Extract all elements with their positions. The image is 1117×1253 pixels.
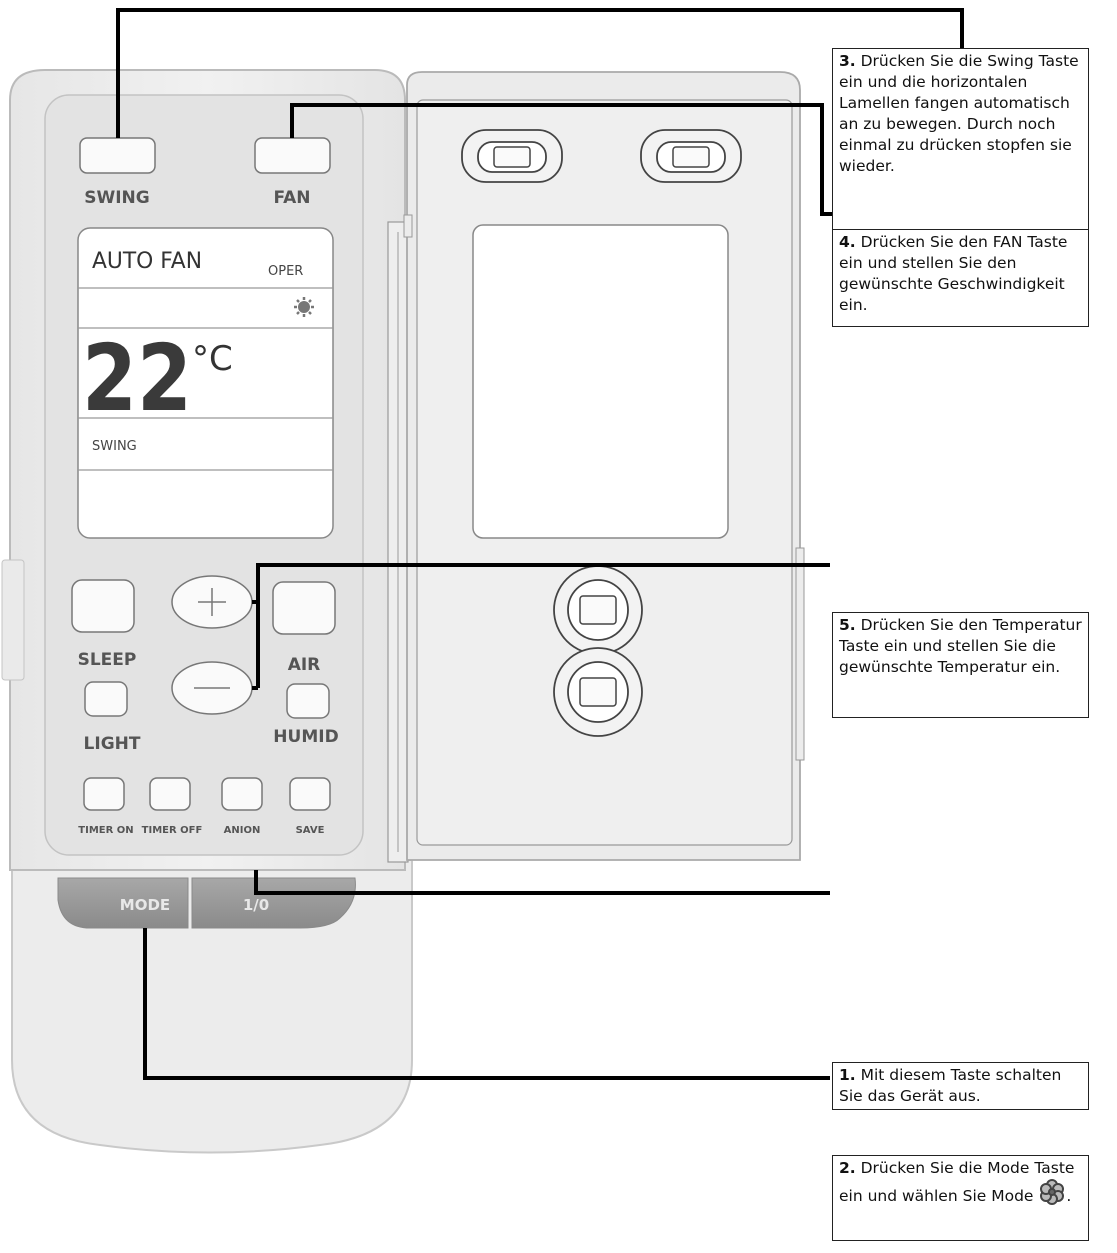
flap-tab [795,547,805,761]
lcd-auto-fan: AUTO FAN [92,249,202,274]
clip-left [461,129,563,183]
callout-number: 5. [839,616,856,634]
callout-number: 2. [839,1159,856,1177]
callout-number: 3. [839,52,856,70]
leader-swing [116,8,964,138]
mode-button[interactable] [57,877,189,929]
callout-text: Drücken Sie den FAN Taste ein und stelle… [839,233,1068,314]
callout-swing: 3. Drücken Sie die Swing Taste ein und d… [832,48,1089,230]
timer-off-button[interactable] [149,777,191,811]
power-button-label: 1/0 [243,896,269,914]
air-button[interactable] [272,581,336,635]
leader-power [254,870,830,895]
timer-off-label: TIMER OFF [142,825,203,836]
callout-mode: 2. Drücken Sie die Mode Taste ein und wä… [832,1155,1089,1241]
humid-button-label: HUMID [273,727,338,747]
leader-fan [290,103,832,216]
lcd-display [77,227,334,539]
callout-tail: . [1066,1187,1072,1205]
anion-button[interactable] [221,777,263,811]
callout-number: 4. [839,233,856,251]
leader-lines [116,8,964,1080]
callout-text: Mit diesem Taste schalten Sie das Gerät … [839,1066,1062,1105]
sleep-button[interactable] [71,579,135,633]
light-button-label: LIGHT [84,734,141,754]
leader-mode [143,928,830,1080]
air-button-label: AIR [288,655,321,675]
fan-mode-icon [1040,1179,1065,1205]
humid-button[interactable] [286,683,330,719]
label-window [472,224,729,539]
callout-temperature: 5. Drücken Sie den Temperatur Taste ein … [832,612,1089,718]
callout-number: 1. [839,1066,856,1084]
lcd-temperature: 22 [82,325,192,432]
callout-text: Drücken Sie die Mode Taste ein und wähle… [839,1159,1075,1205]
sun-icon [294,297,314,317]
save-button[interactable] [289,777,331,811]
side-grip [1,559,25,681]
callout-text: Drücken Sie die Swing Taste ein und die … [839,52,1079,175]
lcd-unit: °C [192,339,233,379]
callout-power: 1. Mit diesem Taste schalten Sie das Ger… [832,1062,1089,1110]
flap-tab [403,214,413,238]
swing-button-label: SWING [84,188,150,208]
sleep-button-label: SLEEP [78,650,137,670]
lcd-oper: OPER [268,264,303,279]
clip-right [640,129,742,183]
callout-text: Drücken Sie den Temperatur Taste ein und… [839,616,1082,676]
mode-button-label: MODE [120,896,170,914]
lcd-swing: SWING [92,439,137,454]
fan-button-label: FAN [273,188,310,208]
swing-button[interactable] [79,137,156,174]
save-label: SAVE [296,825,325,836]
power-button[interactable] [191,877,356,929]
leader-temp [252,563,830,604]
fan-button[interactable] [254,137,331,174]
timer-on-label: TIMER ON [78,825,133,836]
timer-on-button[interactable] [83,777,125,811]
callout-fan: 4. Drücken Sie den FAN Taste ein und ste… [832,229,1089,327]
anion-label: ANION [224,825,261,836]
light-button[interactable] [84,681,128,717]
